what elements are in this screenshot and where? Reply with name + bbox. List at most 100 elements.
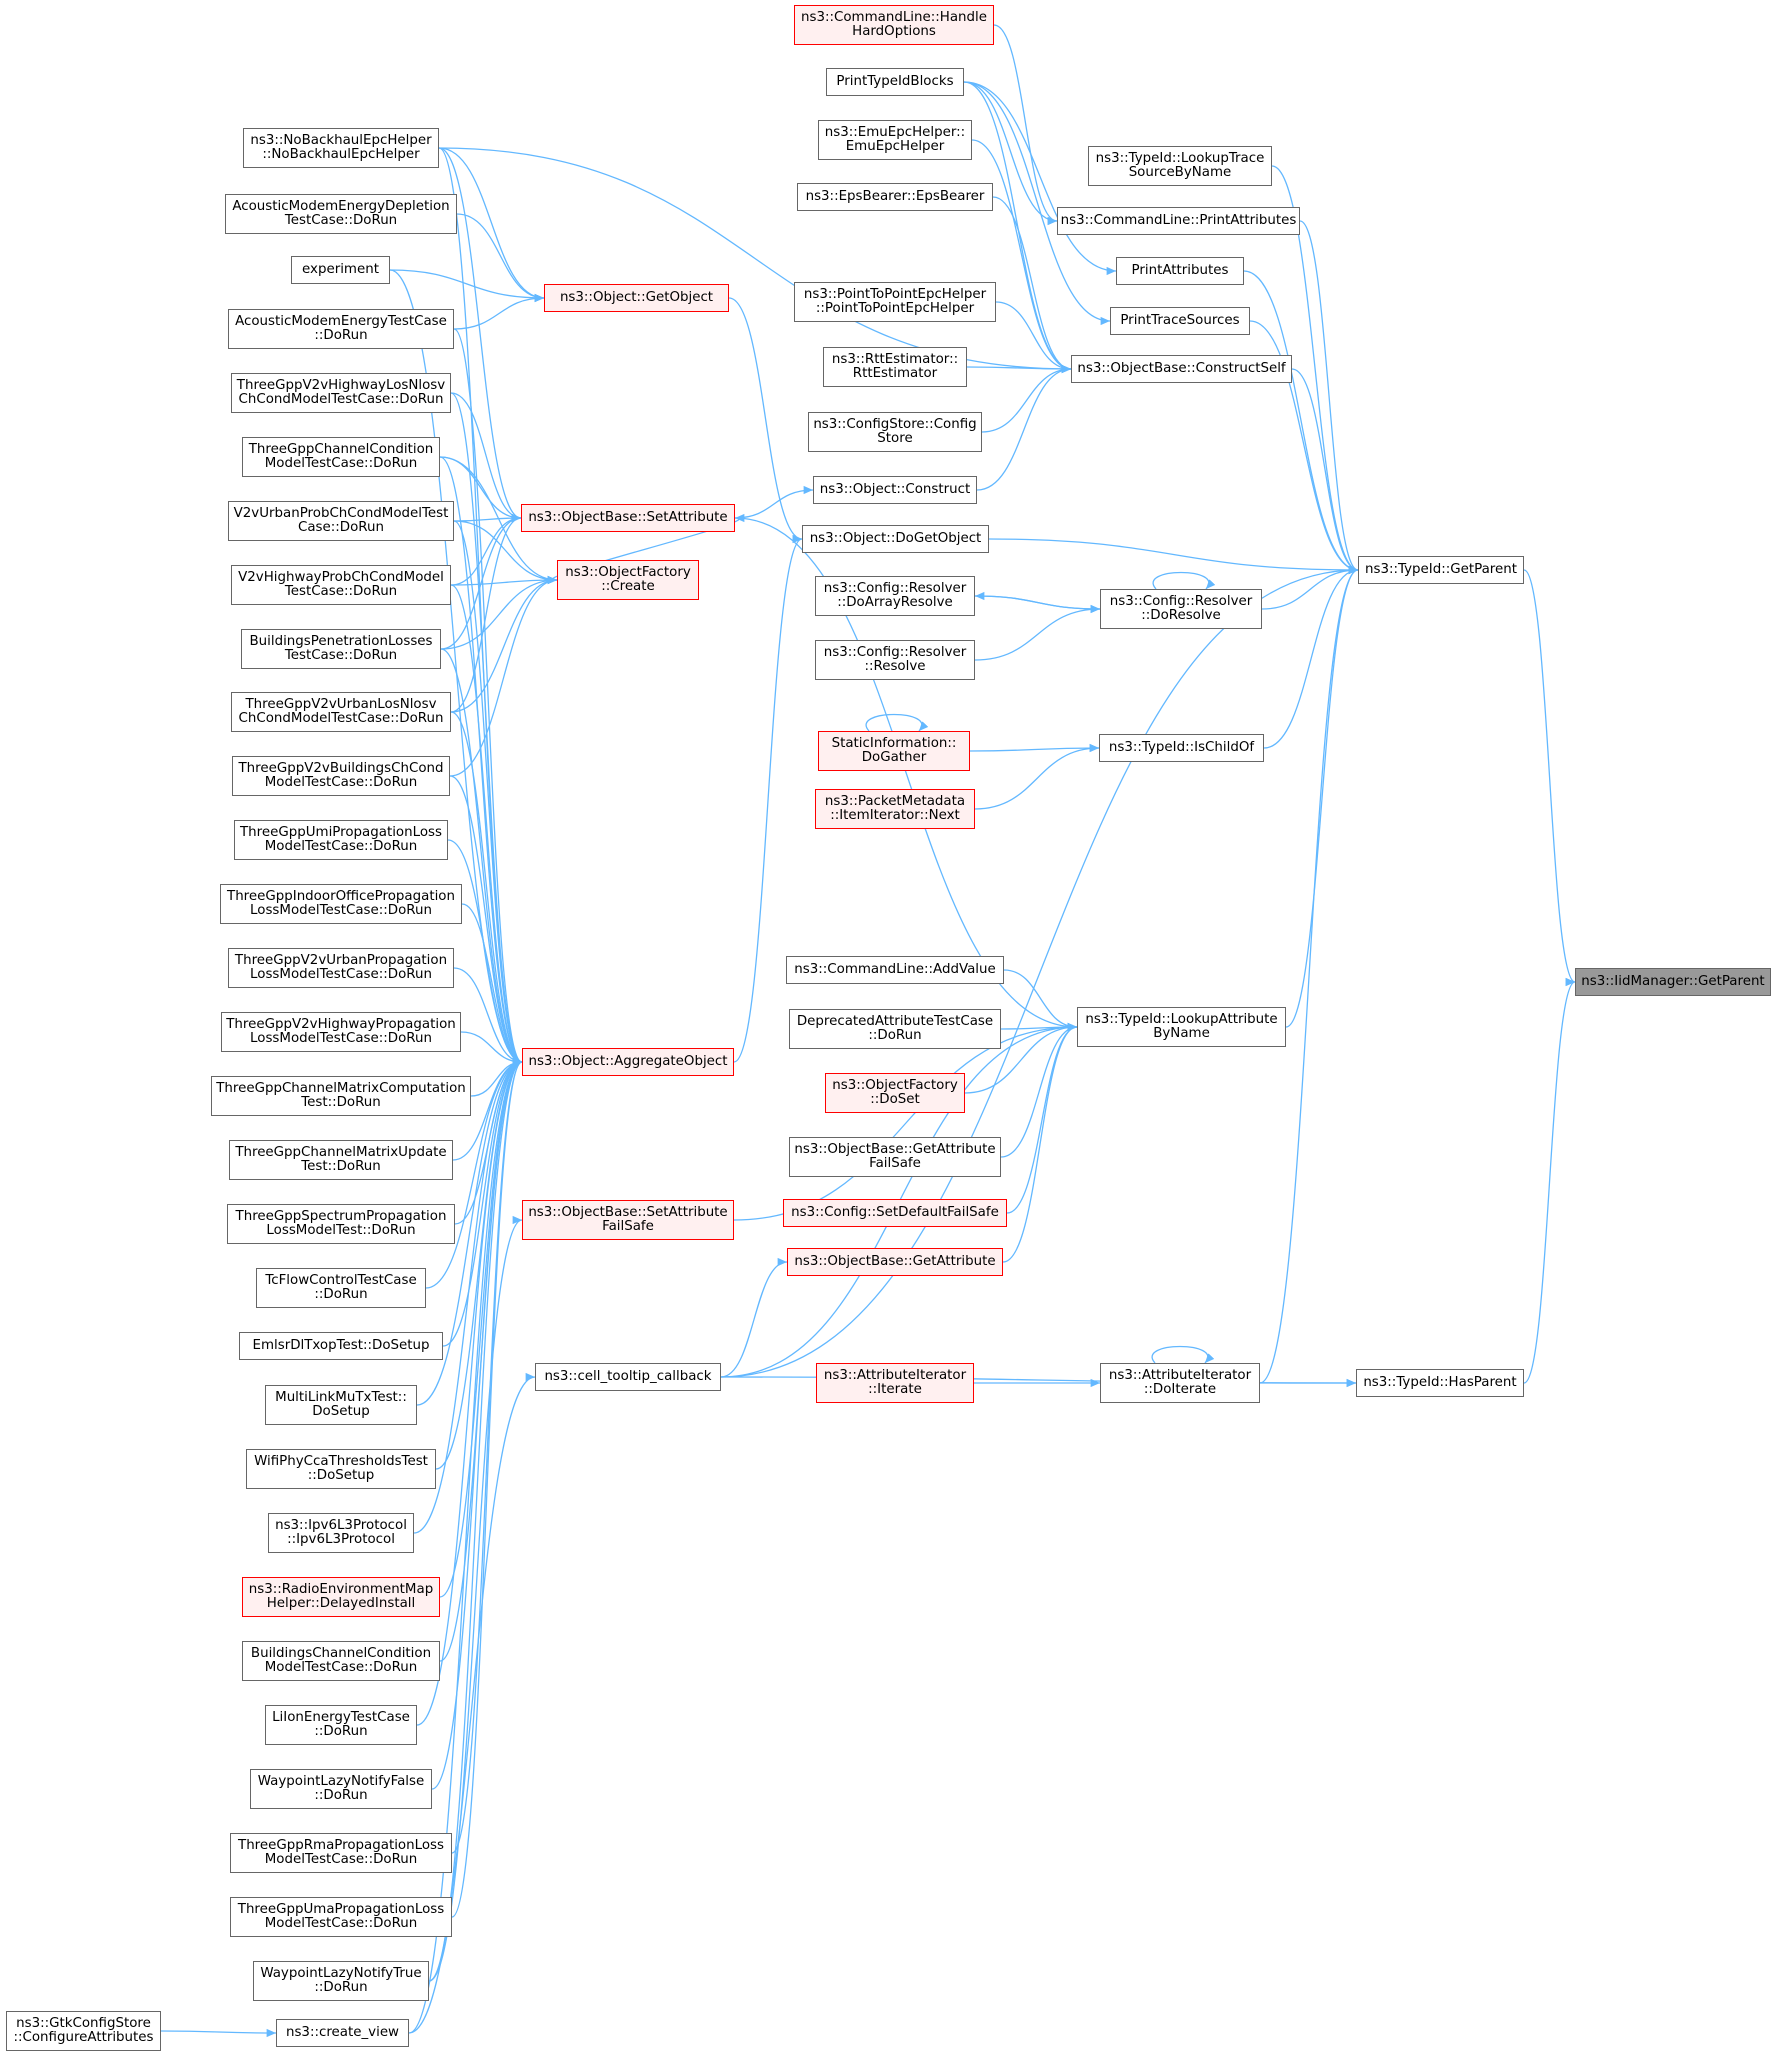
function-node-getparent[interactable]: ns3::TypeId::GetParent [1358, 556, 1524, 584]
call-edge-getattribute-to-lookupattr [1002, 1022, 1078, 1263]
function-node-tcflow[interactable]: TcFlowControlTestCase::DoRun [256, 1268, 426, 1308]
function-node-label: ns3::TypeId::LookupAttribute [1085, 1011, 1278, 1027]
call-edge-getattrfailsafe-to-lookupattr [1000, 1022, 1078, 1158]
function-node-label: BuildingsChannelCondition [250, 1645, 432, 1661]
function-node-cl-printattr[interactable]: ns3::CommandLine::PrintAttributes [1057, 207, 1300, 235]
function-node-acousticenergy[interactable]: AcousticModemEnergyTestCase::DoRun [228, 309, 454, 349]
function-node-hasparent[interactable]: ns3::TypeId::HasParent [1356, 1369, 1524, 1397]
function-node-experiment[interactable]: experiment [291, 256, 390, 284]
function-node-label: ns3::CommandLine::AddValue [794, 961, 996, 977]
function-node-ipv6l3[interactable]: ns3::Ipv6L3Protocol::Ipv6L3Protocol [268, 1513, 414, 1553]
function-node-printtypeid[interactable]: PrintTypeIdBlocks [826, 68, 964, 96]
function-node-staticinfo[interactable]: StaticInformation::DoGather [818, 731, 970, 771]
function-node-attriter-iterate[interactable]: ns3::AttributeIterator::Iterate [816, 1363, 974, 1403]
function-node-objfactory-doset[interactable]: ns3::ObjectFactory::DoSet [825, 1073, 965, 1113]
call-edge-nobackhaul-to-constructself [438, 147, 1072, 374]
function-node-label: EmuEpcHelper [845, 139, 945, 154]
function-node-p2pepc[interactable]: ns3::PointToPointEpcHelper::PointToPoint… [794, 282, 996, 322]
function-node-objfactory-create[interactable]: ns3::ObjectFactory::Create [557, 560, 699, 600]
call-edge-radioenv-to-aggregate [439, 1057, 523, 1598]
function-node-doresolve[interactable]: ns3::Config::Resolver::DoResolve [1100, 589, 1262, 629]
call-edge-printtypeid-to-printattr [963, 81, 1117, 276]
function-node-gtkconfig[interactable]: ns3::GtkConfigStore::ConfigureAttributes [6, 2011, 161, 2051]
call-edge-gtkconfig-to-createview [160, 2028, 277, 2038]
function-node-constructself[interactable]: ns3::ObjectBase::ConstructSelf [1071, 355, 1292, 383]
function-node-label: ns3::ConfigStore::Config [813, 416, 977, 432]
function-node-construct[interactable]: ns3::Object::Construct [813, 476, 977, 504]
function-node-dogetobject[interactable]: ns3::Object::DoGetObject [802, 525, 989, 553]
function-node-label: ThreeGppV2vHighwayPropagation [226, 1016, 456, 1032]
function-node-doarrayresolve[interactable]: ns3::Config::Resolver::DoArrayResolve [815, 576, 975, 616]
function-node-label: ChCondModelTestCase::DoRun [238, 711, 444, 726]
function-node-aggregate[interactable]: ns3::Object::AggregateObject [522, 1048, 734, 1076]
function-node-epsbearer[interactable]: ns3::EpsBearer::EpsBearer [797, 183, 993, 211]
function-node-setdefaultfailsafe[interactable]: ns3::Config::SetDefaultFailSafe [783, 1199, 1007, 1227]
function-node-addvalue[interactable]: ns3::CommandLine::AddValue [786, 956, 1004, 984]
function-node-printattr[interactable]: PrintAttributes [1116, 257, 1244, 285]
function-node-packetmeta[interactable]: ns3::PacketMetadata::ItemIterator::Next [815, 789, 975, 829]
function-node-label: ::ItemIterator::Next [830, 808, 960, 823]
function-node-label: ModelTestCase::DoRun [264, 1916, 418, 1931]
call-edge-epsbearer-to-constructself [992, 196, 1072, 374]
function-node-wptrue[interactable]: WaypointLazyNotifyTrue::DoRun [253, 1961, 429, 2001]
function-node-wpfalse[interactable]: WaypointLazyNotifyFalse::DoRun [250, 1769, 432, 1809]
function-node-emlsr[interactable]: EmlsrDlTxopTest::DoSetup [239, 1332, 443, 1360]
function-node-getattribute[interactable]: ns3::ObjectBase::GetAttribute [787, 1248, 1003, 1276]
function-node-nobackhaul[interactable]: ns3::NoBackhaulEpcHelper::NoBackhaulEpcH… [243, 128, 439, 168]
function-node-doiterate[interactable]: ns3::AttributeIterator::DoIterate [1100, 1363, 1260, 1403]
function-node-tooltip[interactable]: ns3::cell_tooltip_callback [535, 1363, 721, 1391]
call-edge-ipv6l3-to-aggregate [413, 1057, 523, 1534]
function-node-label: ::ConfigureAttributes [13, 2030, 154, 2045]
function-node-label: ns3::IidManager::GetParent [1581, 973, 1765, 989]
function-node-setattribute[interactable]: ns3::ObjectBase::SetAttribute [521, 504, 735, 532]
function-node-multilink[interactable]: MultiLinkMuTxTest::DoSetup [265, 1385, 417, 1425]
function-node-label: ::Create [601, 579, 655, 594]
function-node-label: ChCondModelTestCase::DoRun [238, 392, 444, 407]
function-node-emuepc[interactable]: ns3::EmuEpcHelper::EmuEpcHelper [818, 120, 972, 160]
function-node-label: AcousticModemEnergyTestCase [235, 313, 447, 329]
function-node-deprecated[interactable]: DeprecatedAttributeTestCase::DoRun [789, 1009, 1001, 1049]
function-node-label: ns3::RadioEnvironmentMap [248, 1581, 434, 1597]
function-node-rtt[interactable]: ns3::RttEstimator::RttEstimator [823, 347, 967, 387]
call-edge-chcond-to-objfactory_create [439, 456, 558, 585]
function-node-resolve[interactable]: ns3::Config::Resolver::Resolve [815, 640, 975, 680]
function-node-createview[interactable]: ns3::create_view [276, 2019, 409, 2047]
function-node-label: ns3::Config::Resolver [1109, 593, 1253, 609]
function-node-wifiphycca[interactable]: WifiPhyCcaThresholdsTest::DoSetup [246, 1449, 436, 1489]
function-node-label: ns3::ObjectFactory [565, 564, 691, 580]
function-node-printtrace[interactable]: PrintTraceSources [1110, 307, 1250, 335]
function-node-label: ns3::GtkConfigStore [16, 2015, 151, 2031]
function-node-label: ModelTestCase::DoRun [264, 839, 418, 854]
function-node-getobject[interactable]: ns3::Object::GetObject [544, 284, 729, 312]
function-node-label: WifiPhyCcaThresholdsTest [254, 1453, 428, 1469]
function-node-ischildof[interactable]: ns3::TypeId::IsChildOf [1099, 734, 1264, 762]
call-edge-emlsr-to-aggregate [442, 1057, 523, 1347]
function-node-label: ::Resolve [864, 659, 926, 674]
function-node-liion[interactable]: LiIonEnergyTestCase::DoRun [265, 1705, 417, 1745]
